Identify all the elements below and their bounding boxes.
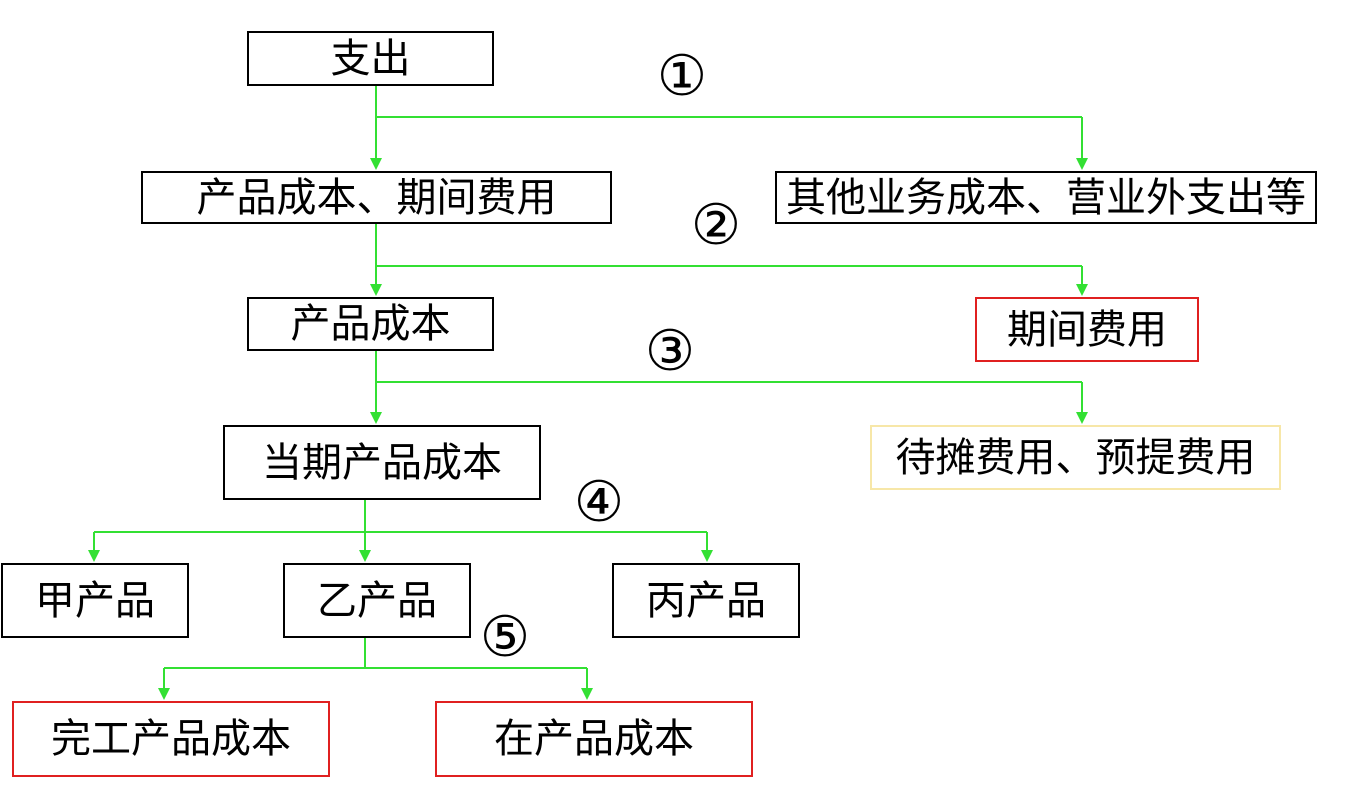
node-deferred-accrued: 待摊费用、预提费用 <box>870 425 1281 490</box>
step-marker-5: ⑤ <box>479 605 531 670</box>
node-product-and-period-cost: 产品成本、期间费用 <box>141 171 612 224</box>
connector-2 <box>375 224 1083 286</box>
node-product-a: 甲产品 <box>1 563 189 638</box>
node-finished-cost: 完工产品成本 <box>12 701 330 777</box>
arrowhead-4c <box>701 550 713 562</box>
arrowhead-3b <box>1076 412 1088 424</box>
arrowhead-2b <box>1076 284 1088 296</box>
arrowhead-1b <box>1076 158 1088 170</box>
node-period-expense: 期间费用 <box>975 297 1199 362</box>
connector-5 <box>163 638 588 690</box>
arrowhead-4b <box>359 550 371 562</box>
connector-3 <box>375 351 1083 414</box>
arrowhead-2a <box>370 284 382 296</box>
node-other-costs: 其他业务成本、营业外支出等 <box>775 171 1317 224</box>
arrowhead-1a <box>370 158 382 170</box>
arrowhead-3a <box>370 412 382 424</box>
node-current-product-cost: 当期产品成本 <box>223 425 541 500</box>
step-marker-3: ③ <box>644 319 696 384</box>
node-product-b: 乙产品 <box>283 563 471 638</box>
step-marker-1: ① <box>656 44 708 109</box>
arrowhead-5a <box>158 688 170 700</box>
node-product-cost: 产品成本 <box>247 297 494 351</box>
arrowhead-4a <box>88 550 100 562</box>
step-marker-2: ② <box>690 193 742 258</box>
node-expenditure: 支出 <box>247 31 494 86</box>
connector-4 <box>93 500 708 552</box>
arrowhead-5b <box>581 688 593 700</box>
step-marker-4: ④ <box>573 470 625 535</box>
connector-1 <box>375 86 1083 160</box>
node-product-c: 丙产品 <box>612 563 800 638</box>
node-wip-cost: 在产品成本 <box>435 701 753 777</box>
